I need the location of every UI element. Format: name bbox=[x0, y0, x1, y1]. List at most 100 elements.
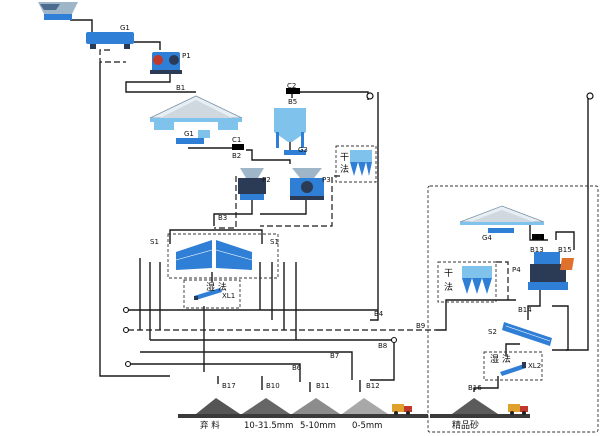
b5-top-line bbox=[291, 91, 369, 100]
label-dry-right-2: 法 bbox=[444, 281, 453, 293]
label-g3: G3 bbox=[298, 146, 308, 154]
label-b6: B6 bbox=[292, 364, 302, 372]
label-wet-method-2: 湿 法 bbox=[490, 353, 511, 365]
dry-dust-box-right bbox=[437, 261, 497, 303]
left-main-return bbox=[99, 62, 170, 377]
raw-material-hopper bbox=[38, 2, 78, 20]
dust-collector-left bbox=[350, 150, 372, 176]
p2-outlet-line bbox=[213, 200, 253, 226]
conveyor-c1 bbox=[232, 144, 244, 150]
wet-washer-box bbox=[183, 279, 241, 309]
stockpile-shed bbox=[149, 95, 243, 144]
label-dry-left-1: 干 bbox=[340, 152, 349, 163]
dust-collector-right bbox=[462, 266, 492, 294]
equipment-labels: G1 P1 B1 C2 B5 G1 C1 B2 G3 P2 P3 B3 S1 S… bbox=[120, 24, 572, 392]
cone-crusher-p3 bbox=[290, 168, 324, 200]
vibrating-screen-s1-left bbox=[175, 240, 213, 270]
flow-lines bbox=[70, 19, 594, 392]
label-b3: B3 bbox=[218, 214, 227, 222]
b3-to-screen-left bbox=[169, 229, 214, 244]
sand-washer-xl1 bbox=[194, 288, 222, 300]
product-fine-sand: 精品砂 bbox=[452, 419, 479, 431]
conveyor-c3 bbox=[532, 234, 544, 240]
label-b13: B13 bbox=[530, 246, 544, 254]
label-c1: C1 bbox=[232, 136, 241, 144]
loop-node-right bbox=[586, 92, 594, 100]
loop-node bbox=[366, 92, 374, 100]
silo-c2 bbox=[274, 88, 306, 148]
label-xl2: XL2 bbox=[528, 362, 541, 370]
label-b11: B11 bbox=[316, 382, 330, 390]
label-b8: B8 bbox=[378, 342, 387, 350]
label-g1-top: G1 bbox=[120, 24, 130, 32]
product-size-2: 5-10mm bbox=[300, 421, 336, 431]
label-b7: B7 bbox=[330, 352, 339, 360]
label-b2: B2 bbox=[232, 152, 241, 160]
label-b17: B17 bbox=[222, 382, 236, 390]
dry-dust-box-left bbox=[335, 145, 377, 183]
sand-maker-p4 bbox=[528, 252, 574, 290]
dashed-boundaries bbox=[167, 145, 599, 433]
screen-group-box bbox=[167, 233, 279, 279]
b15-line bbox=[555, 231, 575, 250]
b14-right bbox=[552, 305, 569, 351]
label-dry-left-2: 法 bbox=[340, 163, 349, 175]
label-g1-mid: G1 bbox=[184, 130, 194, 138]
g1-to-p1-line bbox=[134, 41, 161, 50]
label-b1: B1 bbox=[176, 84, 185, 92]
label-p1: P1 bbox=[182, 52, 191, 60]
p4-to-b14 bbox=[527, 290, 541, 320]
node-b8 bbox=[390, 336, 398, 344]
label-c3: C3 bbox=[532, 234, 541, 242]
product-waste: 弃 料 bbox=[200, 420, 220, 431]
product-size-1: 10-31.5mm bbox=[244, 421, 293, 431]
label-xl1: XL1 bbox=[222, 292, 235, 300]
b3-dash-loop bbox=[214, 176, 237, 229]
label-b12: B12 bbox=[366, 382, 380, 390]
label-b4: B4 bbox=[374, 310, 384, 318]
jaw-crusher-p1 bbox=[150, 52, 182, 74]
p1-to-b1-line bbox=[125, 72, 196, 93]
b9-to-right bbox=[436, 299, 516, 331]
right-long-loop bbox=[566, 98, 589, 351]
feeder-g3 bbox=[284, 150, 306, 155]
label-b14: B14 bbox=[518, 306, 532, 314]
label-g4: G4 bbox=[482, 234, 492, 242]
fine-sand-section-box bbox=[427, 185, 599, 433]
vibrating-screen-s1-right bbox=[215, 240, 253, 270]
label-s1-right: S1 bbox=[270, 238, 279, 246]
label-b15: B15 bbox=[558, 246, 572, 254]
label-p4: P4 bbox=[512, 266, 521, 274]
label-b5: B5 bbox=[288, 98, 297, 106]
ground-and-stockpiles bbox=[178, 398, 530, 418]
hopper-to-g1-line bbox=[70, 19, 93, 32]
product-size-3: 0-5mm bbox=[352, 421, 382, 431]
node-b9 bbox=[122, 326, 130, 334]
label-p2: P2 bbox=[262, 176, 271, 184]
vibrating-screen-s2 bbox=[502, 322, 552, 346]
label-b16: B16 bbox=[468, 384, 482, 392]
label-b9: B9 bbox=[416, 322, 425, 330]
b8-line bbox=[150, 339, 395, 381]
wet-washer-box-2 bbox=[483, 351, 543, 381]
b2-to-cone-line bbox=[246, 149, 291, 164]
p3-outlet-line bbox=[260, 200, 307, 215]
label-s2: S2 bbox=[488, 328, 497, 336]
xl2-to-b16 bbox=[473, 376, 499, 392]
b6-line bbox=[128, 363, 301, 382]
node-b6 bbox=[124, 360, 132, 368]
label-p3: P3 bbox=[322, 176, 331, 184]
label-wet-method: 湿 法 bbox=[206, 281, 227, 293]
node-b4 bbox=[122, 306, 130, 314]
dry-right-dash bbox=[496, 261, 509, 300]
product-labels: 弃 料 10-31.5mm 5-10mm 0-5mm 精品砂 bbox=[200, 419, 479, 431]
b7-line bbox=[140, 351, 353, 380]
b3-to-screen-right bbox=[214, 229, 263, 244]
right-return-vertical bbox=[370, 92, 379, 321]
label-c2: C2 bbox=[287, 82, 296, 90]
g1-mid-to-c1-line bbox=[188, 147, 237, 150]
g1-bypass-dash bbox=[99, 49, 126, 63]
label-s1-left: S1 bbox=[150, 238, 159, 246]
